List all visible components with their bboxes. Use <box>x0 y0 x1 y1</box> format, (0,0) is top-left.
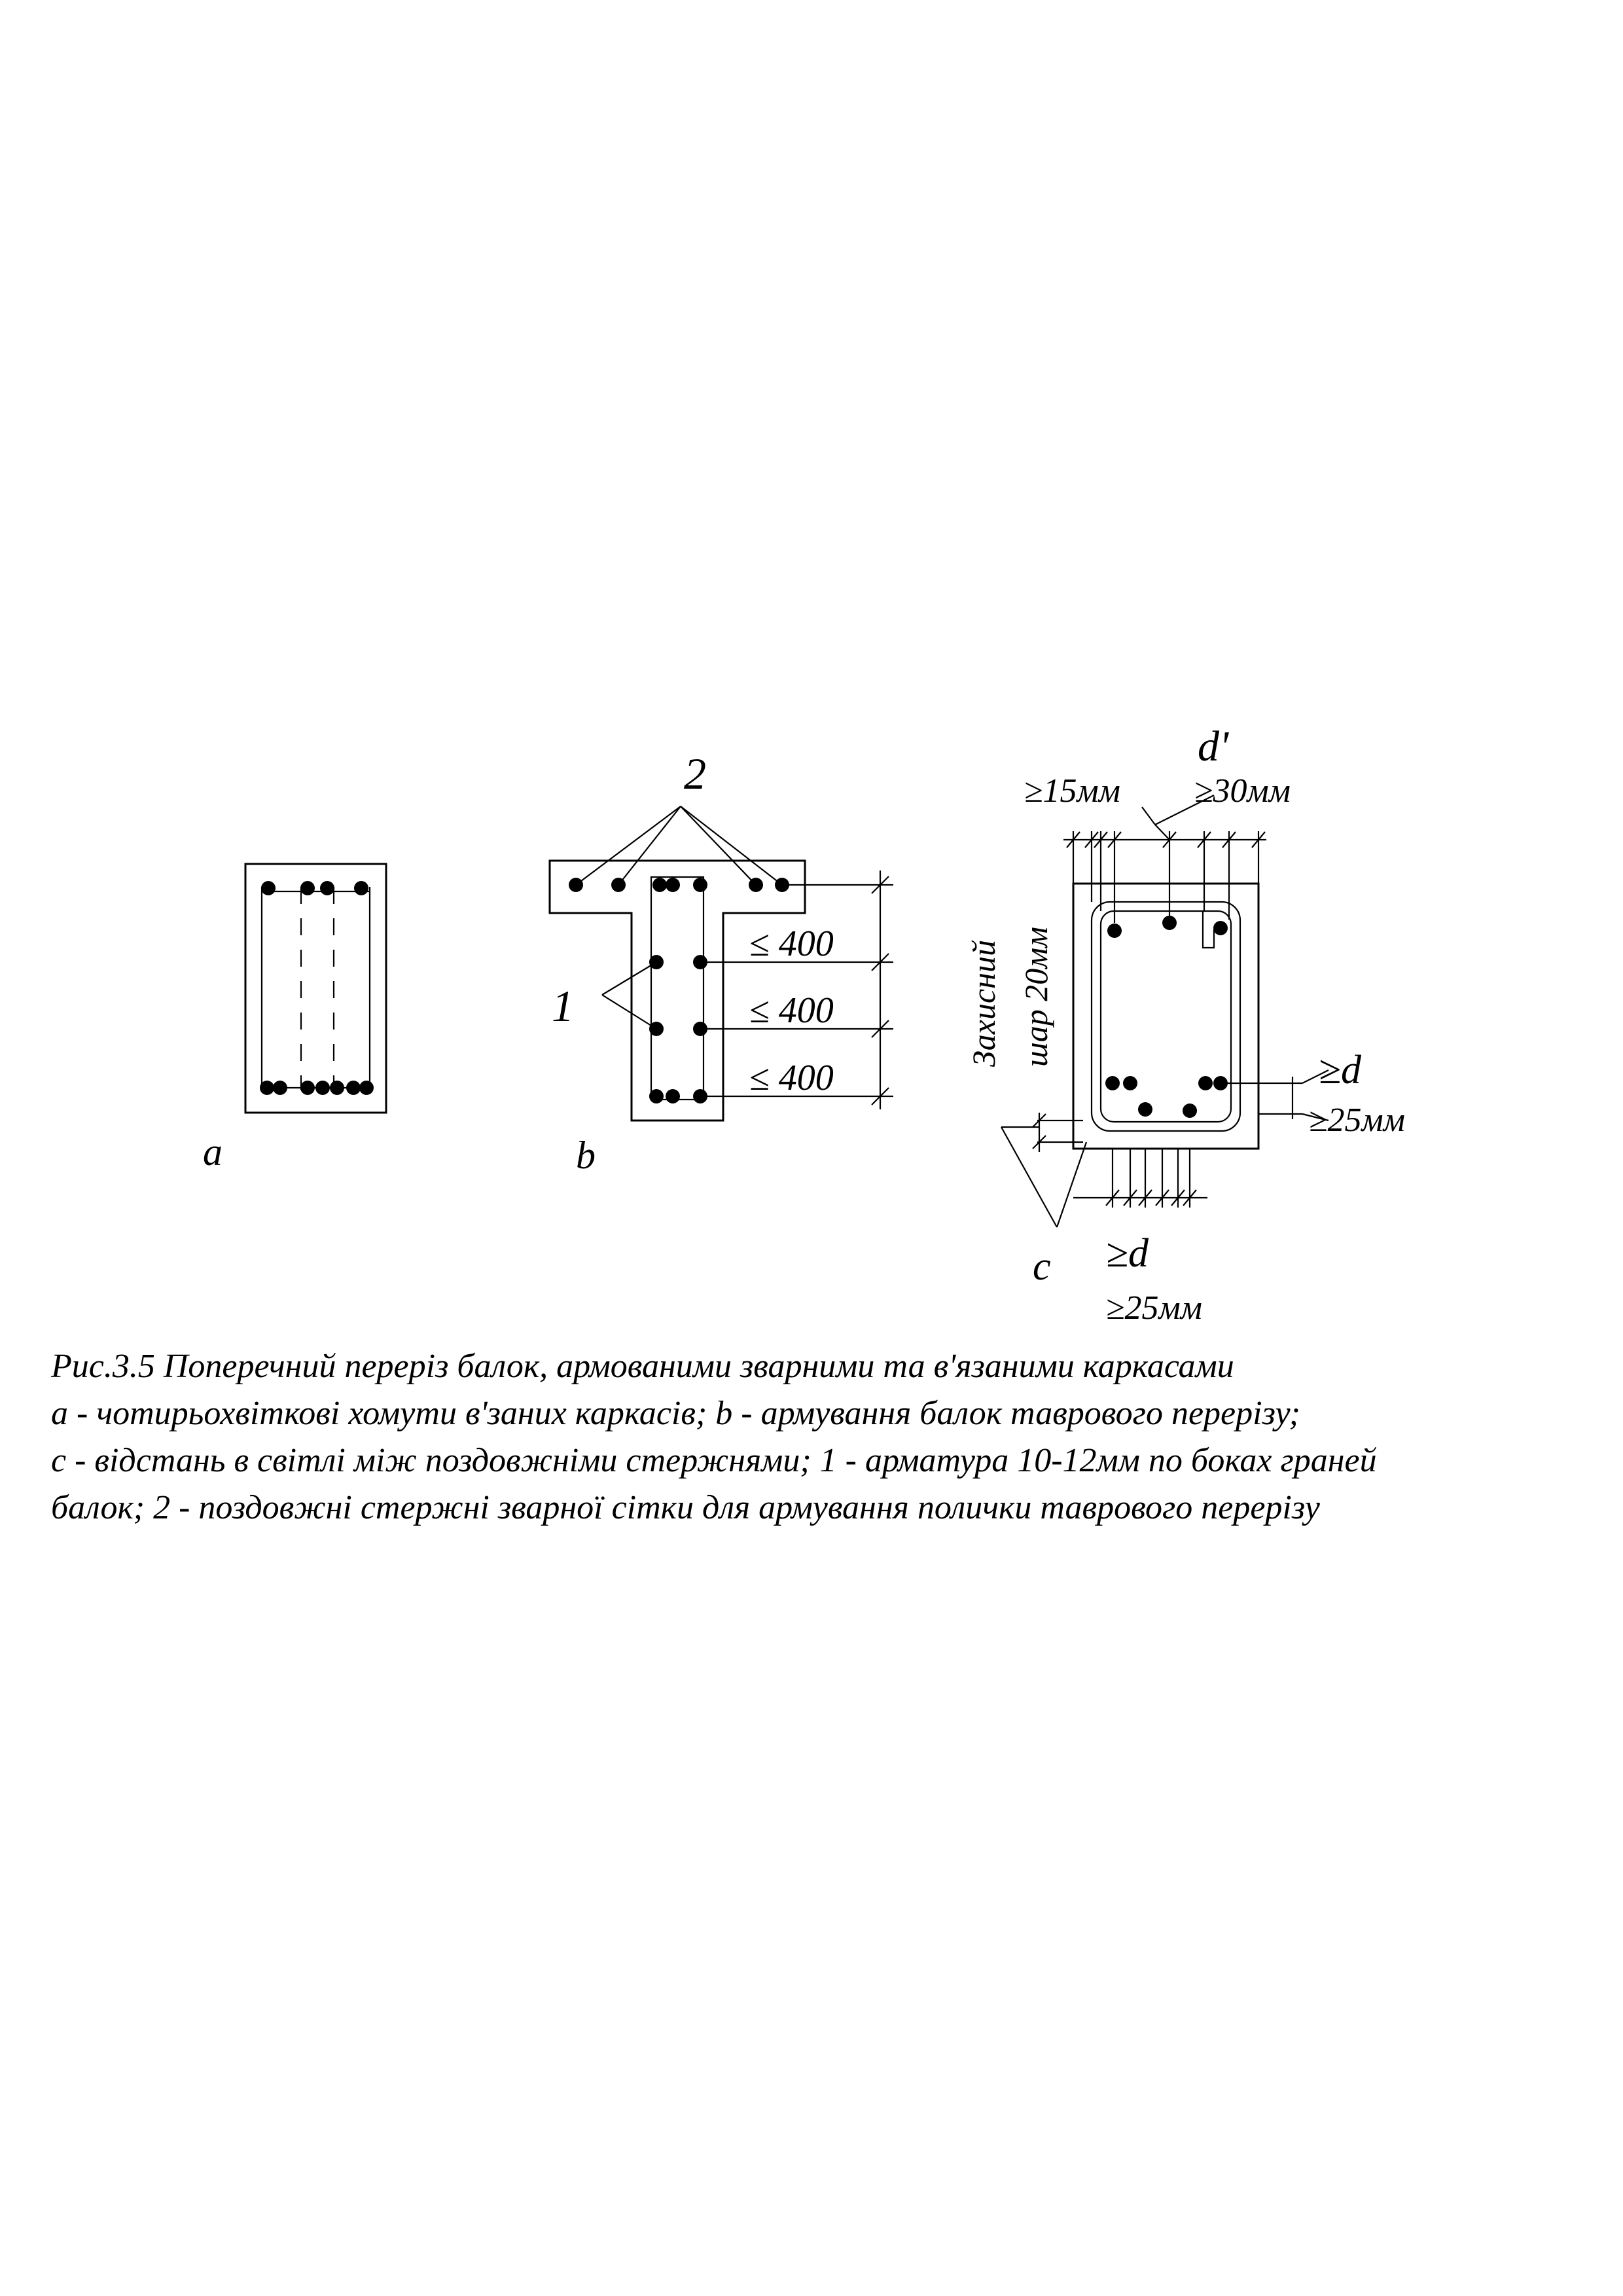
beam-c-outline <box>1072 882 1260 1150</box>
rebar-dot <box>261 881 276 895</box>
bottom-d-label: ≥d <box>1106 1231 1149 1276</box>
dimension-tick <box>1155 1189 1169 1206</box>
top-cover-right-label: ≥30мм <box>1194 772 1291 810</box>
rebar-dot <box>649 1089 664 1103</box>
spacing-label: ≤ 400 <box>749 1058 834 1098</box>
dimension-tick <box>1183 1189 1197 1206</box>
caption-line-1: Рис.3.5 Поперечний переріз балок, армова… <box>51 1348 1234 1385</box>
dimension-tick <box>1094 831 1108 848</box>
rebar-dot <box>693 878 707 892</box>
rebar-dot <box>260 1081 274 1095</box>
dimension-tick <box>1066 831 1080 848</box>
d-prime-label: d' <box>1198 723 1230 770</box>
tee-beam-outline <box>548 859 806 1122</box>
rebar-dot <box>273 1081 287 1095</box>
cover-text-line-2: шар 20мм <box>1018 927 1054 1067</box>
rebar-dot <box>359 1081 374 1095</box>
caption-line-4: балок; 2 - поздовжні стержні зварної сіт… <box>51 1489 1320 1526</box>
dimension-tick <box>1251 831 1266 848</box>
panel-b-label: b <box>576 1134 596 1177</box>
rebar-dot <box>330 1081 344 1095</box>
rebar-dot <box>300 881 315 895</box>
dimension-tick <box>1105 1189 1120 1206</box>
rebar-dot <box>346 1081 361 1095</box>
callout-2: 2 <box>684 749 706 798</box>
rebar-dot <box>1162 916 1177 930</box>
rebar-dot <box>1105 1076 1120 1090</box>
leader-line <box>680 806 783 886</box>
leader-line <box>618 806 681 886</box>
beam-a-outline <box>244 863 387 1114</box>
panel-c-section: d' ≥15мм ≥30мм Захисний шар 20мм ≥d ≥25м… <box>965 723 1405 1327</box>
side-d-label: ≥d <box>1319 1048 1362 1092</box>
panel-c-label: c <box>1033 1244 1051 1289</box>
caption-line-2: а - чотирьохвіткові хомути в'заних карка… <box>51 1395 1300 1432</box>
dimension-tick <box>1197 831 1211 848</box>
rebar-dot <box>315 1081 330 1095</box>
leader-line <box>601 994 657 1030</box>
leader-line <box>601 961 657 996</box>
dimension-tick <box>1032 1113 1046 1128</box>
rebar-dot <box>1213 921 1228 935</box>
side-25-label: ≥25мм <box>1309 1102 1405 1139</box>
stirrup-hook <box>1202 911 1215 949</box>
leader-line <box>1141 806 1156 825</box>
rebar-dot <box>1107 924 1122 938</box>
rebar-dot <box>652 878 667 892</box>
leader-line <box>1302 1113 1329 1122</box>
figure-caption: Рис.3.5 Поперечний переріз балок, армова… <box>51 1343 1615 1532</box>
rebar-dot <box>320 881 334 895</box>
caption-line-3: с - відстань в світлі між поздовжніми ст… <box>51 1442 1377 1479</box>
callout-1: 1 <box>552 981 574 1031</box>
dimension-tick <box>871 876 889 894</box>
rebar-dot <box>1198 1076 1213 1090</box>
leader-line <box>575 806 681 886</box>
dimension-tick <box>1107 831 1122 848</box>
top-cover-left-label: ≥15мм <box>1024 772 1120 810</box>
rebar-dot <box>1138 1102 1152 1117</box>
leader-line <box>1056 1141 1088 1228</box>
stirrup-inner <box>1099 910 1232 1123</box>
panel-a-section: a <box>203 863 387 1174</box>
dimension-tick <box>1138 1189 1152 1206</box>
dimension-tick <box>871 1087 889 1105</box>
dimension-tick <box>1084 831 1099 848</box>
rebar-dot <box>1123 1076 1137 1090</box>
bottom-25-label: ≥25мм <box>1106 1289 1202 1327</box>
dimension-tick <box>871 1020 889 1038</box>
leader-line <box>1154 824 1170 840</box>
web-stirrup <box>650 876 705 1101</box>
dimension-tick <box>871 953 889 971</box>
rebar-dot <box>300 1081 315 1095</box>
leader-line <box>1302 1069 1329 1084</box>
leader-line <box>1154 795 1215 825</box>
panel-b-section: 2 1 ≤ 400 ≤ 400 ≤ 400 b <box>548 749 893 1177</box>
rebar-dot <box>1183 1103 1197 1118</box>
panel-a-label: a <box>203 1130 223 1174</box>
rebar-dot <box>666 878 680 892</box>
spacing-label: ≤ 400 <box>749 990 834 1031</box>
dimension-tick <box>1032 1135 1046 1149</box>
leader-line <box>680 806 757 886</box>
dimension-tick <box>1171 1189 1185 1206</box>
dimension-tick <box>1123 1189 1137 1206</box>
leader-line <box>1001 1126 1058 1228</box>
cover-text-line-1: Захисний <box>965 940 1002 1067</box>
spacing-label: ≤ 400 <box>749 924 834 964</box>
stirrup-outer <box>1090 901 1241 1132</box>
rebar-dot <box>666 1089 680 1103</box>
rebar-dot <box>354 881 368 895</box>
dimension-tick <box>1222 831 1236 848</box>
